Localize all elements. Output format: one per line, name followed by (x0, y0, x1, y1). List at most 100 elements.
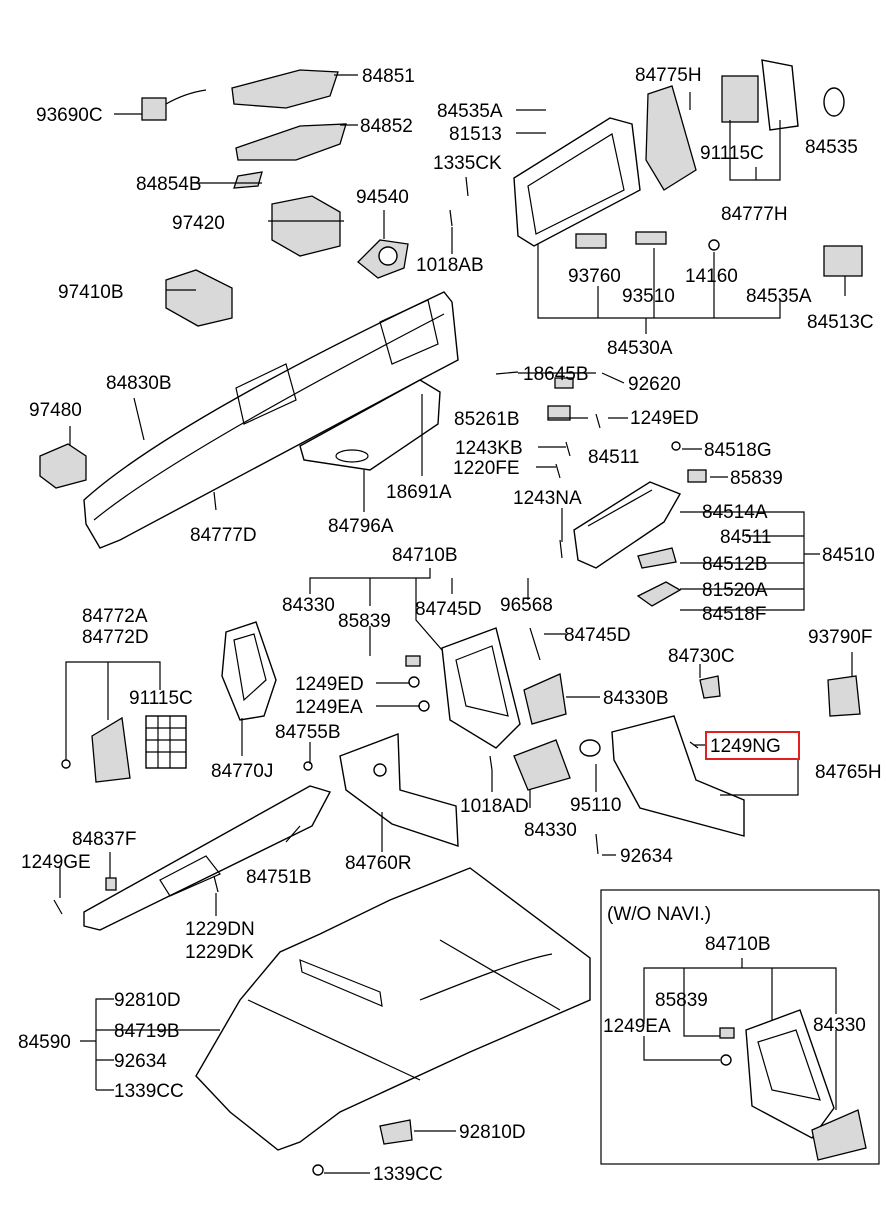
label-1220fe[interactable]: 1220FE (453, 458, 520, 479)
label-84535a-bot[interactable]: 84535A (746, 286, 812, 307)
clip-84772d (61, 759, 71, 769)
label-84777h[interactable]: 84777H (721, 204, 788, 225)
leaders-top-left (114, 74, 453, 291)
label-84755b[interactable]: 84755B (275, 722, 341, 743)
dashboard-opening-b (379, 299, 439, 365)
label-1339cc-a[interactable]: 1339CC (114, 1081, 184, 1102)
label-93510[interactable]: 93510 (622, 286, 675, 307)
label-84777d[interactable]: 84777D (190, 525, 257, 546)
clip-84837f (105, 877, 117, 891)
carpet-pad (299, 959, 383, 1007)
unit-97410b (165, 269, 233, 327)
label-1249ed-top[interactable]: 1249ED (630, 408, 699, 429)
label-84730c[interactable]: 84730C (668, 646, 735, 667)
label-93690c[interactable]: 93690C (36, 105, 103, 126)
label-92634-a[interactable]: 92634 (620, 846, 673, 867)
leaders-mid-right (241, 652, 853, 764)
switch-93690c-wire (165, 89, 207, 105)
label-85261b[interactable]: 85261B (454, 409, 520, 430)
label-1249ea[interactable]: 1249EA (295, 697, 363, 718)
label-84330-mid[interactable]: 84330 (524, 820, 577, 841)
label-91115c-mid[interactable]: 91115C (129, 688, 193, 709)
label-84518f[interactable]: 84518F (702, 604, 766, 625)
label-84772d[interactable]: 84772D (82, 627, 149, 648)
label-91115c-top[interactable]: 91115C (700, 143, 764, 164)
label-1249ng[interactable]: 1249NG (710, 736, 781, 757)
label-84796a[interactable]: 84796A (328, 516, 394, 537)
label-84518g[interactable]: 84518G (704, 440, 772, 461)
carpet-line-a (247, 999, 421, 1081)
label-97420[interactable]: 97420 (172, 213, 225, 234)
label-1229dk[interactable]: 1229DK (185, 942, 254, 963)
label-84535[interactable]: 84535 (805, 137, 858, 158)
label-94540[interactable]: 94540 (356, 187, 409, 208)
label-84511-top[interactable]: 84511 (588, 447, 639, 468)
label-84852[interactable]: 84852 (360, 116, 413, 137)
clip-84755b (303, 761, 313, 771)
label-84765h[interactable]: 84765H (815, 762, 882, 783)
label-84745d-b[interactable]: 84745D (564, 625, 631, 646)
label-84330-top[interactable]: 84330 (282, 595, 335, 616)
label-84511-mid[interactable]: 84511 (720, 527, 771, 548)
label-84837f[interactable]: 84837F (72, 829, 136, 850)
label-84514a[interactable]: 84514A (702, 502, 768, 523)
label-84510[interactable]: 84510 (822, 545, 875, 566)
label-85839-inset[interactable]: 85839 (655, 990, 708, 1011)
label-1018ad[interactable]: 1018AD (460, 796, 529, 817)
dashboard-edge (93, 313, 445, 521)
label-85839-mid[interactable]: 85839 (338, 611, 391, 632)
label-84535a-top[interactable]: 84535A (437, 101, 503, 122)
pad-84513c (823, 245, 863, 277)
label-84760r[interactable]: 84760R (345, 853, 412, 874)
latch-84512b (637, 547, 677, 569)
label-93790f[interactable]: 93790F (808, 627, 872, 648)
label-84772a[interactable]: 84772A (82, 606, 148, 627)
label-1243na[interactable]: 1243NA (513, 488, 582, 509)
label-84770j[interactable]: 84770J (211, 761, 273, 782)
label-84775h[interactable]: 84775H (635, 65, 702, 86)
label-84590[interactable]: 84590 (18, 1032, 71, 1053)
panel-84775h (645, 85, 697, 191)
label-92634-b[interactable]: 92634 (114, 1051, 167, 1072)
label-1243kb[interactable]: 1243KB (455, 438, 523, 459)
switch-93690c (141, 97, 167, 121)
label-97480[interactable]: 97480 (29, 400, 82, 421)
label-81520a[interactable]: 81520A (702, 580, 768, 601)
label-1229dn[interactable]: 1229DN (185, 919, 255, 940)
label-1249ea-inset[interactable]: 1249EA (603, 1016, 671, 1037)
label-84330b[interactable]: 84330B (603, 688, 669, 709)
label-84719b[interactable]: 84719B (114, 1021, 180, 1042)
label-84530a[interactable]: 84530A (607, 338, 673, 359)
label-93760[interactable]: 93760 (568, 266, 621, 287)
label-84710b-inset[interactable]: 84710B (705, 934, 771, 955)
label-92620[interactable]: 92620 (628, 374, 681, 395)
label-84330-inset[interactable]: 84330 (813, 1015, 866, 1036)
label-1335ck[interactable]: 1335CK (433, 153, 502, 174)
center-panel-84530a (513, 117, 641, 247)
label-84854b[interactable]: 84854B (136, 174, 202, 195)
label-1018ab[interactable]: 1018AB (416, 255, 484, 276)
label-84851[interactable]: 84851 (362, 66, 415, 87)
label-85839-top[interactable]: 85839 (730, 468, 783, 489)
label-1249ge[interactable]: 1249GE (21, 852, 91, 873)
label-84830b[interactable]: 84830B (106, 373, 172, 394)
label-84745d-a[interactable]: 84745D (415, 599, 482, 620)
tray-84330 (513, 739, 571, 791)
label-84513c[interactable]: 84513C (807, 312, 874, 333)
label-14160[interactable]: 14160 (685, 266, 738, 287)
label-1339cc-b[interactable]: 1339CC (373, 1164, 443, 1185)
grille-mesh (146, 716, 186, 768)
label-18691a[interactable]: 18691A (386, 482, 452, 503)
label-81513[interactable]: 81513 (449, 124, 502, 145)
label-96568[interactable]: 96568 (500, 595, 553, 616)
label-84751b[interactable]: 84751B (246, 867, 312, 888)
label-92810d-b[interactable]: 92810D (459, 1122, 526, 1143)
label-18645b[interactable]: 18645B (523, 364, 589, 385)
label-97410b[interactable]: 97410B (58, 282, 124, 303)
label-84710b[interactable]: 84710B (392, 545, 458, 566)
leaders-84510 (680, 511, 820, 611)
label-1249ed-mid[interactable]: 1249ED (295, 674, 364, 695)
label-95110[interactable]: 95110 (570, 795, 621, 816)
label-92810d-a[interactable]: 92810D (114, 990, 181, 1011)
label-84512b[interactable]: 84512B (702, 554, 768, 575)
